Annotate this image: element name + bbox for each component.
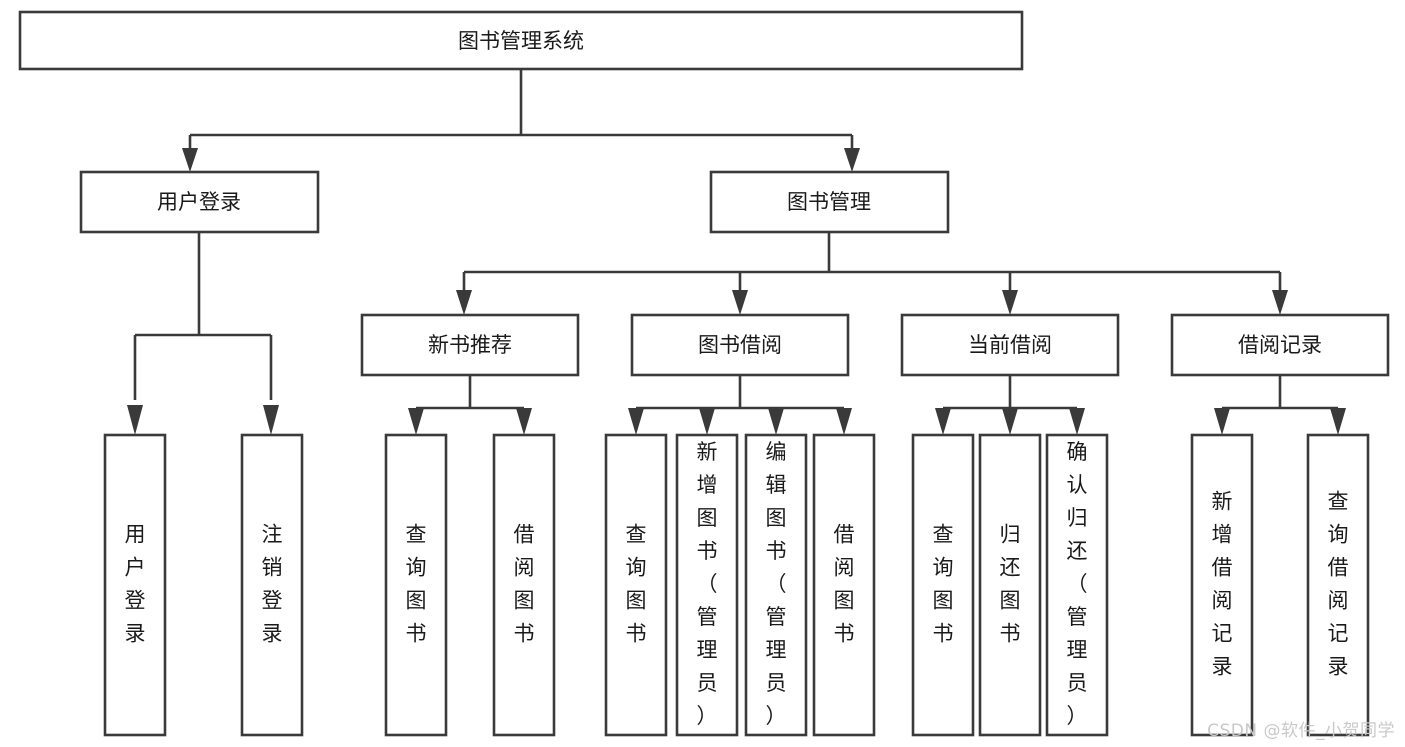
connector-record-to-leaves — [1214, 375, 1346, 435]
node-leaf-return-book[interactable]: 归还图书 — [978, 433, 1042, 737]
node-leaf-borrow-book-a[interactable]: 借阅图书 — [492, 433, 556, 737]
node-label-leaf-confirm-return-admin: 确认归还（管理员） — [1067, 440, 1088, 728]
node-box-shape — [604, 433, 668, 737]
node-current-borrow[interactable]: 当前借阅 — [900, 313, 1120, 377]
node-label-leaf-user-login: 用户登录 — [125, 523, 146, 646]
connector-root-to-level2 — [182, 69, 860, 172]
arrow-head-icon — [1330, 408, 1346, 435]
node-leaf-edit-book-admin[interactable]: 编辑图书（管理员） — [744, 433, 808, 737]
connector-userlogin-to-leaves — [127, 232, 279, 435]
node-box-shape — [675, 433, 739, 737]
arrow-head-icon — [1002, 290, 1018, 315]
node-label-book-borrow: 图书借阅 — [698, 333, 782, 357]
node-box-shape — [1306, 433, 1370, 737]
node-box-shape — [630, 313, 850, 377]
node-label-leaf-query-borrow-record: 查询借阅记录 — [1328, 490, 1349, 679]
node-new-book-recommend[interactable]: 新书推荐 — [360, 313, 580, 377]
node-label-leaf-borrow-book-a: 借阅图书 — [514, 523, 535, 646]
node-box-shape — [103, 433, 167, 737]
node-box-shape — [79, 170, 320, 234]
connector-borrow-to-leaves — [628, 375, 852, 435]
arrow-head-icon — [1002, 408, 1018, 435]
node-leaf-confirm-return-admin[interactable]: 确认归还（管理员） — [1045, 433, 1109, 737]
node-box-shape — [911, 433, 975, 737]
arrow-head-icon — [768, 408, 784, 435]
arrow-head-icon — [732, 290, 748, 315]
arrow-head-icon — [456, 290, 472, 315]
node-box-shape — [978, 433, 1042, 737]
node-box-shape — [1190, 433, 1254, 737]
arrow-head-icon — [844, 148, 860, 172]
node-book-management[interactable]: 图书管理 — [709, 170, 950, 234]
node-label-leaf-add-book-admin: 新增图书（管理员） — [697, 440, 718, 728]
node-leaf-add-borrow-record[interactable]: 新增借阅记录 — [1190, 433, 1254, 737]
node-label-new-book-recommend: 新书推荐 — [428, 333, 512, 357]
node-box-shape — [1045, 433, 1109, 737]
arrow-head-icon — [628, 408, 644, 435]
node-leaf-query-book-a[interactable]: 查询图书 — [384, 433, 448, 737]
node-box-shape — [1170, 313, 1390, 377]
node-root-system[interactable]: 图书管理系统 — [18, 10, 1024, 71]
arrow-head-icon — [1272, 290, 1288, 315]
arrow-head-icon — [182, 148, 198, 172]
node-box-shape — [744, 433, 808, 737]
node-label-leaf-return-book: 归还图书 — [1000, 523, 1021, 646]
node-book-borrow[interactable]: 图书借阅 — [630, 313, 850, 377]
connector-current-to-leaves — [935, 375, 1085, 435]
arrow-head-icon — [127, 405, 143, 435]
node-label-leaf-add-borrow-record: 新增借阅记录 — [1212, 490, 1233, 679]
node-box-shape — [18, 10, 1024, 71]
arrow-head-icon — [516, 408, 532, 435]
node-label-leaf-logout: 注销登录 — [262, 523, 283, 646]
connector-bookmgmt-to-level3 — [456, 232, 1288, 315]
node-user-login[interactable]: 用户登录 — [79, 170, 320, 234]
node-box-shape — [900, 313, 1120, 377]
arrow-head-icon — [263, 405, 279, 435]
node-label-borrow-record: 借阅记录 — [1238, 333, 1322, 357]
node-leaf-add-book-admin[interactable]: 新增图书（管理员） — [675, 433, 739, 737]
node-box-shape — [709, 170, 950, 234]
arrow-head-icon — [408, 408, 424, 435]
node-leaf-user-login[interactable]: 用户登录 — [103, 433, 167, 737]
node-label-leaf-query-book-c: 查询图书 — [933, 523, 954, 646]
node-box-shape — [360, 313, 580, 377]
node-box-shape — [812, 433, 876, 737]
node-box-shape — [240, 433, 304, 737]
node-label-leaf-query-book-a: 查询图书 — [406, 523, 427, 646]
arrow-head-icon — [1069, 408, 1085, 435]
node-label-leaf-borrow-book-b: 借阅图书 — [834, 523, 855, 646]
node-label-user-login: 用户登录 — [157, 190, 241, 214]
arrow-head-icon — [1214, 408, 1230, 435]
node-leaf-logout[interactable]: 注销登录 — [240, 433, 304, 737]
node-leaf-query-borrow-record[interactable]: 查询借阅记录 — [1306, 433, 1370, 737]
node-borrow-record[interactable]: 借阅记录 — [1170, 313, 1390, 377]
node-label-book-management: 图书管理 — [787, 190, 871, 214]
arrow-head-icon — [699, 408, 715, 435]
node-box-shape — [384, 433, 448, 737]
node-label-leaf-edit-book-admin: 编辑图书（管理员） — [766, 440, 787, 728]
arrow-head-icon — [836, 408, 852, 435]
node-leaf-borrow-book-b[interactable]: 借阅图书 — [812, 433, 876, 737]
node-label-root: 图书管理系统 — [458, 29, 584, 53]
node-label-current-borrow: 当前借阅 — [968, 333, 1052, 357]
arrow-head-icon — [935, 408, 951, 435]
node-box-shape — [492, 433, 556, 737]
node-leaf-query-book-b[interactable]: 查询图书 — [604, 433, 668, 737]
node-label-leaf-query-book-b: 查询图书 — [626, 523, 647, 646]
connector-newbook-to-leaves — [408, 375, 532, 435]
node-leaf-query-book-c[interactable]: 查询图书 — [911, 433, 975, 737]
